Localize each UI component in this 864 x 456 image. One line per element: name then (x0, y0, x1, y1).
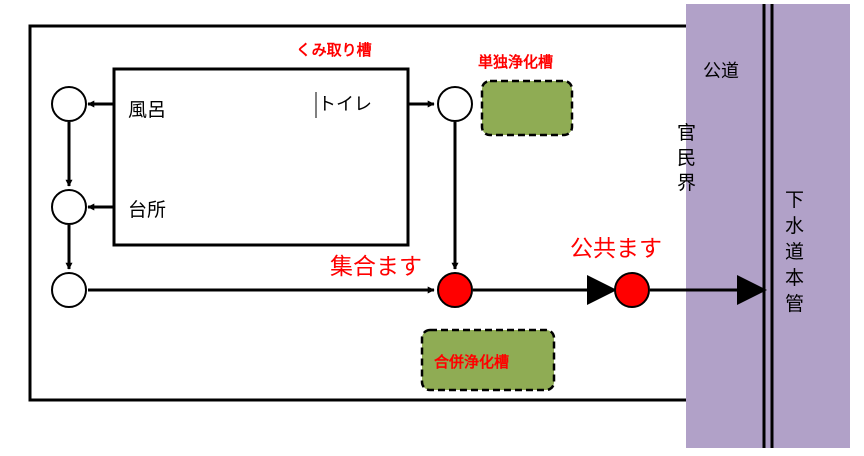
kumitori-label: くみ取り槽 (296, 41, 372, 59)
public-basin (614, 272, 650, 308)
property-boundary (28, 24, 686, 402)
sewer-main-label-char-2: 水 (785, 215, 804, 237)
public-basin-label: 公共ます (570, 236, 662, 262)
boundary-label-char-2: 民 (677, 147, 696, 169)
boundary-label-char-3: 界 (677, 172, 696, 194)
gappei-septic-box (420, 328, 556, 392)
basin-bath (51, 86, 87, 122)
gappei-label: 合併浄化槽 (433, 353, 509, 371)
toilet-label: トイレ (318, 94, 372, 115)
basin-kitchen (51, 189, 87, 225)
collection-basin (437, 272, 473, 308)
sewer-main-label-char-4: 本 (785, 267, 804, 289)
house-box (112, 67, 410, 247)
road-label: 公道 (703, 61, 739, 82)
public-road-area (686, 4, 850, 448)
bath-label: 風呂 (128, 99, 166, 121)
sewer-main-label-char-1: 下 (785, 189, 804, 211)
sewer-main-label-char-5: 管 (785, 293, 804, 315)
tandoku-label: 単独浄化槽 (478, 53, 553, 71)
collection-basin-label: 集合ます (330, 254, 422, 280)
basin-bottom-left (51, 272, 87, 308)
tandoku-septic-box (480, 79, 574, 137)
boundary-label-char-1: 官 (677, 122, 696, 144)
kitchen-label: 台所 (128, 199, 166, 221)
basin-toilet (437, 86, 473, 122)
sewer-main-label-char-3: 道 (785, 241, 804, 263)
